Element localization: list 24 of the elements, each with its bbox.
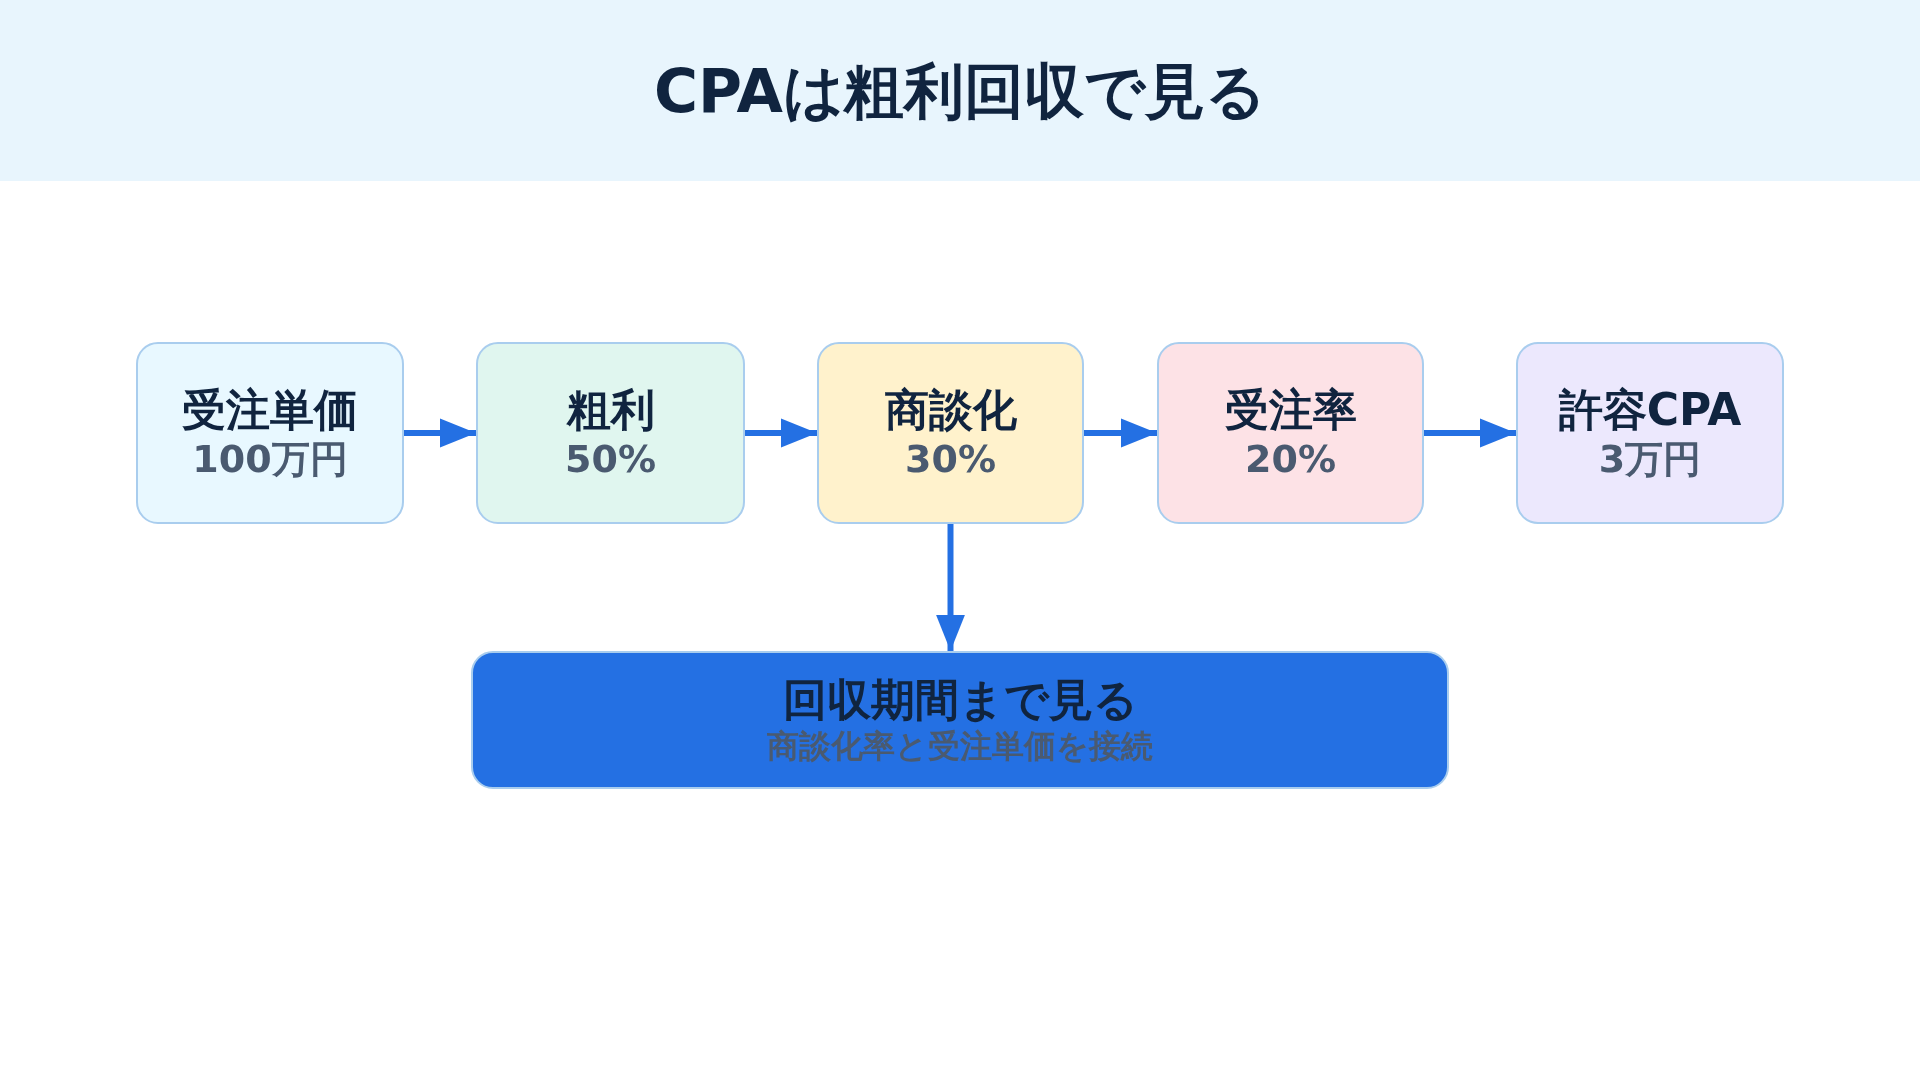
- arrow: [1084, 418, 1157, 448]
- arrow: [936, 524, 965, 651]
- arrow: [745, 418, 817, 448]
- step-title: 受注単価: [182, 383, 358, 437]
- step-note: 商談化率と受注単価を接続: [767, 727, 1153, 766]
- step-title: 商談化: [884, 383, 1017, 437]
- step-value: 30%: [905, 436, 996, 483]
- title: CPAは粗利回収で見る: [653, 55, 1267, 128]
- step-title: 許容CPA: [1558, 383, 1742, 437]
- step-box: [1157, 342, 1424, 524]
- arrow: [404, 418, 476, 448]
- step-box: [817, 342, 1084, 524]
- step-box: [1516, 342, 1784, 524]
- step-value: 50%: [565, 436, 656, 483]
- step-box: [476, 342, 745, 524]
- summary-box: [471, 651, 1449, 789]
- step-value: 20%: [1245, 436, 1336, 483]
- step-title: 回収期間まで見る: [782, 674, 1138, 728]
- step-value: 100万円: [192, 436, 348, 483]
- step-title: 受注率: [1224, 383, 1357, 437]
- step-value: 3万円: [1598, 436, 1702, 483]
- step-box: [136, 342, 404, 524]
- arrow: [1424, 418, 1516, 448]
- step-title: 粗利: [566, 383, 655, 437]
